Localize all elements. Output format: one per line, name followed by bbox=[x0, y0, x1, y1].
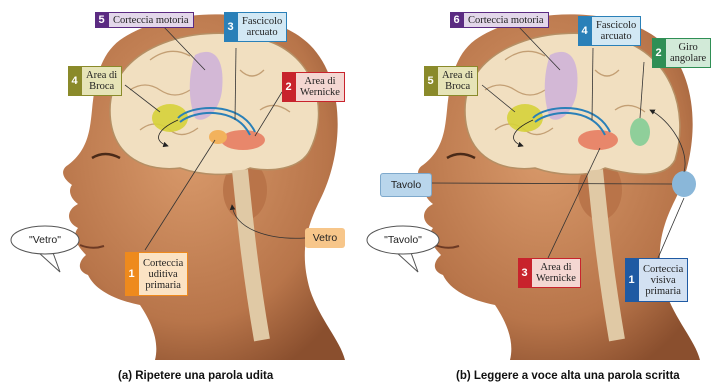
label-wernicke-area-a: 2 Area di Wernicke bbox=[282, 72, 345, 102]
label-wernicke-area-b: 3 Area di Wernicke bbox=[518, 258, 581, 288]
visual-cortex-b bbox=[672, 171, 696, 197]
label-arcuate-fasciculus-b: 4 Fascicolo arcuato bbox=[578, 16, 641, 46]
stimulus-word-a: Vetro bbox=[305, 228, 345, 248]
label-visual-cortex-b: 1 Corteccia visiva primaria bbox=[625, 258, 688, 302]
label-auditory-cortex-a: 1 Corteccia uditiva primaria bbox=[125, 252, 188, 296]
label-broca-area-a: 4 Area di Broca bbox=[68, 66, 122, 96]
speech-bubble-a: "Vetro" bbox=[16, 234, 74, 246]
wernicke-area-b bbox=[578, 130, 618, 150]
caption-a: (a) Ripetere una parola udita bbox=[118, 370, 273, 382]
stimulus-word-b: Tavolo bbox=[380, 173, 432, 197]
wernicke-area-a bbox=[221, 130, 265, 150]
auditory-cortex-a bbox=[209, 130, 227, 144]
label-arcuate-fasciculus-a: 3 Fascicolo arcuato bbox=[224, 12, 287, 42]
broca-area-a bbox=[152, 104, 188, 132]
broca-area-b bbox=[507, 104, 543, 132]
label-motor-cortex-b: 6 Corteccia motoria bbox=[450, 12, 549, 28]
angular-gyrus-b bbox=[630, 118, 650, 146]
label-broca-area-b: 5 Area di Broca bbox=[424, 66, 478, 96]
caption-b: (b) Leggere a voce alta una parola scrit… bbox=[456, 370, 680, 382]
label-angular-gyrus-b: 2 Giro angolare bbox=[652, 38, 711, 68]
speech-bubble-b: "Tavolo" bbox=[372, 234, 434, 246]
label-motor-cortex-a: 5 Corteccia motoria bbox=[95, 12, 194, 28]
